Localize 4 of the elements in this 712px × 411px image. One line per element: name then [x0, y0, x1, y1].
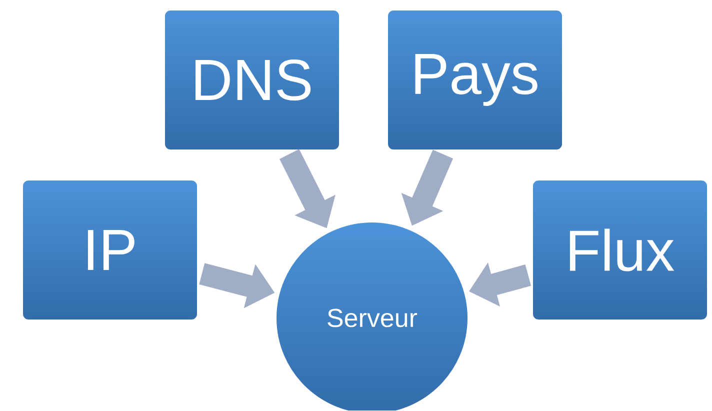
process-box: DNS	[164, 10, 340, 150]
process-box: Flux	[532, 180, 708, 320]
process-box: Pays	[387, 10, 563, 150]
process-box: IP	[22, 180, 198, 320]
